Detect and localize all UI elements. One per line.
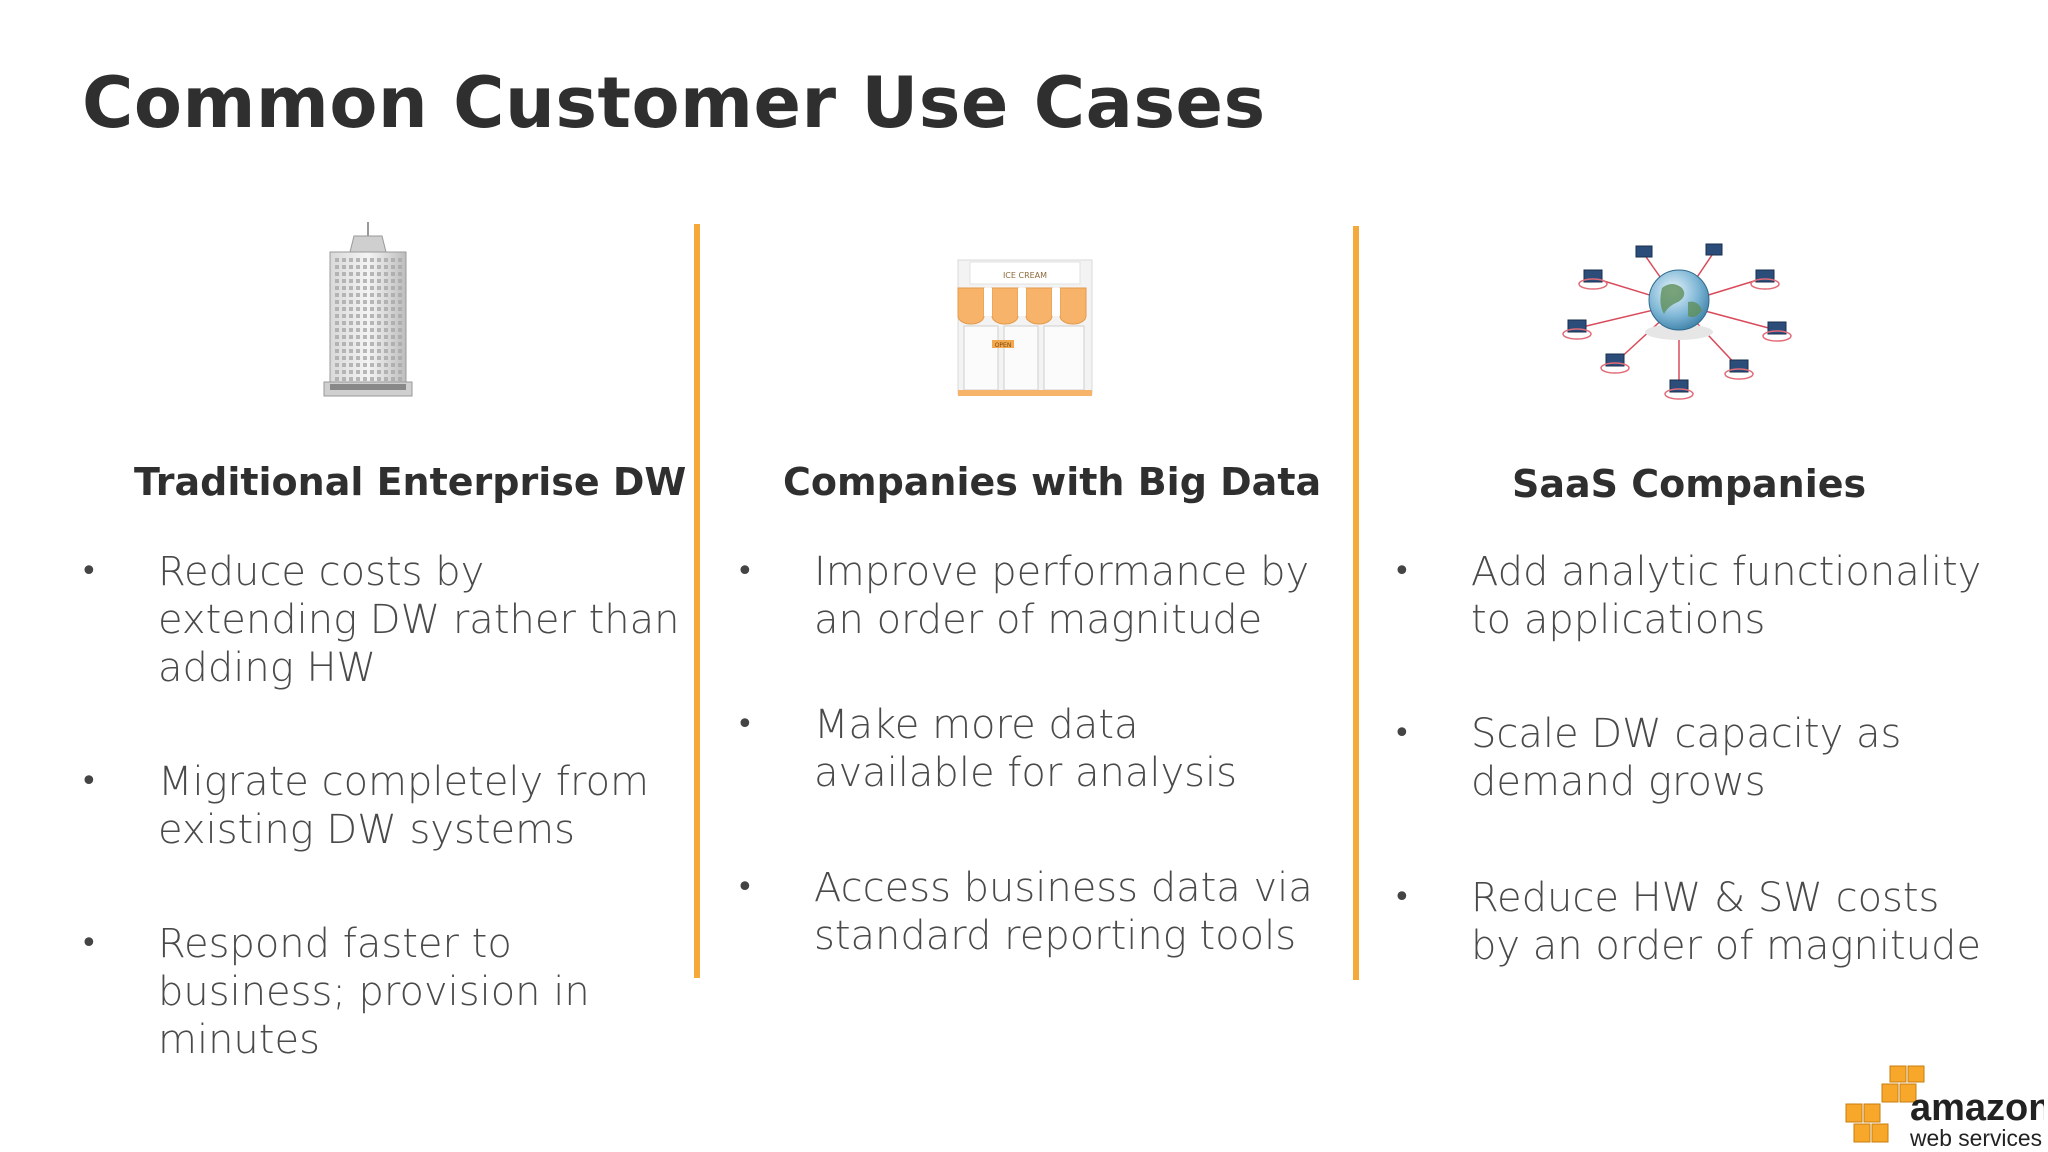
bullet-dot: • (80, 926, 98, 961)
bullet-dot: • (80, 764, 98, 799)
bullet-dot: • (1393, 554, 1411, 589)
list-item: • Make more data available for analysis (736, 701, 1346, 801)
list-item: • Improve performance by an order of mag… (736, 548, 1346, 648)
bullet-text: Reduce HW & SW costs by an order of magn… (1471, 875, 1981, 969)
bullet-text: Migrate completely from existing DW syst… (158, 759, 650, 853)
bullet-text: Reduce costs by extending DW rather than… (158, 549, 680, 691)
column-heading: Companies with Big Data (783, 460, 1322, 504)
list-item: • Add analytic functionality to applicat… (1393, 548, 2033, 648)
column-big-data: ICE CREAM OPEN Companies with Big Data (700, 0, 1353, 1152)
slide-title: Common Customer Use Cases (82, 62, 1266, 144)
storefront-sign: ICE CREAM (1003, 271, 1047, 280)
column-traditional-enterprise: Traditional Enterprise DW • Reduce costs… (0, 0, 694, 1152)
column-saas: SaaS Companies • Add analytic functional… (1359, 0, 2048, 1152)
list-item: • Respond faster to business; provision … (80, 920, 680, 1070)
amazon-web-services-logo: amazon web services (1844, 1062, 2048, 1152)
globe-network-icon (1554, 238, 1804, 408)
list-item: • Access business data via standard repo… (736, 864, 1346, 964)
storefront-icon: ICE CREAM OPEN (950, 248, 1100, 398)
column-divider (1353, 226, 1359, 980)
bullet-text: Add analytic functionality to applicatio… (1471, 549, 1982, 643)
column-heading: Traditional Enterprise DW (134, 460, 687, 504)
logo-line2: web services (1909, 1125, 2042, 1151)
list-item: • Reduce HW & SW costs by an order of ma… (1393, 874, 2033, 974)
bullet-text: Scale DW capacity as demand grows (1471, 711, 1902, 805)
list-item: • Migrate completely from existing DW sy… (80, 758, 680, 858)
column-heading: SaaS Companies (1512, 462, 1867, 506)
bullet-text: Make more data available for analysis (814, 702, 1237, 796)
logo-line1: amazon (1910, 1087, 2044, 1129)
bullet-dot: • (736, 870, 754, 905)
bullet-dot: • (736, 707, 754, 742)
bullet-dot: • (736, 554, 754, 589)
bullet-text: Improve performance by an order of magni… (814, 549, 1310, 643)
list-item: • Scale DW capacity as demand grows (1393, 710, 2033, 810)
bullet-dot: • (1393, 716, 1411, 751)
bullet-text: Respond faster to business; provision in… (158, 921, 590, 1063)
bullet-dot: • (80, 554, 98, 589)
column-divider (694, 224, 700, 978)
list-item: • Reduce costs by extending DW rather th… (80, 548, 680, 698)
office-building-icon (320, 222, 416, 398)
bullet-text: Access business data via standard report… (814, 865, 1313, 959)
bullet-dot: • (1393, 880, 1411, 915)
storefront-door-sign: OPEN (995, 342, 1012, 349)
